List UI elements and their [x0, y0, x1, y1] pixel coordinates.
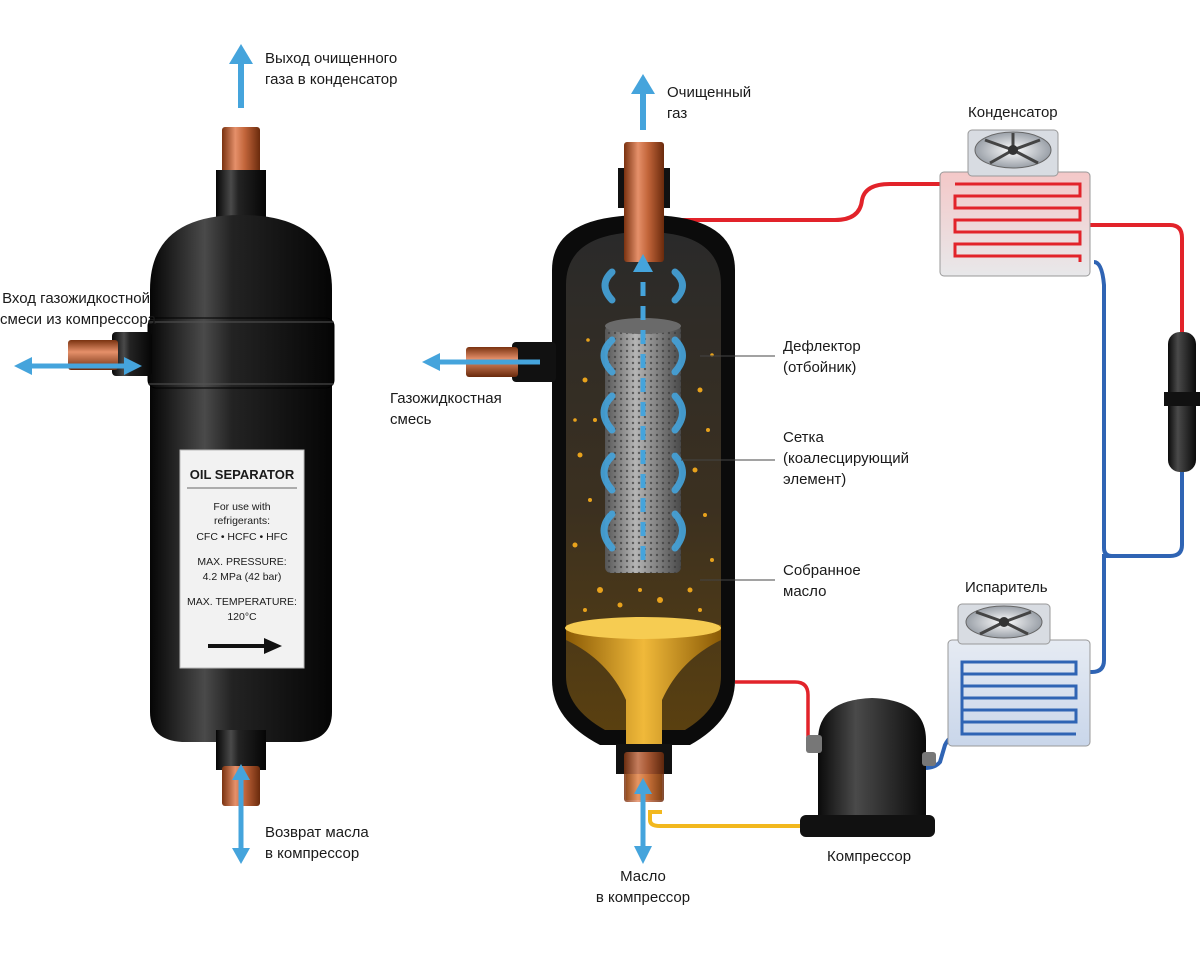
label-plate-line: CFC • HCFC • HFC — [196, 531, 288, 543]
inlet-copper-pipe — [68, 340, 118, 370]
mixture-inlet-label: Вход газожидкостной смеси из компрессора — [0, 290, 157, 328]
liquid-line — [1093, 260, 1113, 558]
gas-outlet-label: Выход очищенного газа в конденсатор — [265, 50, 398, 88]
condenser — [939, 129, 1091, 277]
label-plate-title: OIL SEPARATOR — [190, 467, 295, 482]
oil-out-arrow-icon — [634, 778, 652, 864]
collected-oil-label: Собранное масло — [783, 562, 861, 600]
oil-return-label: Возврат масла в компрессор — [265, 824, 369, 862]
fan-icon — [967, 129, 1059, 177]
label-plate-line: For use with — [213, 501, 270, 513]
label-plate-line: refrigerants: — [214, 515, 270, 527]
evaporator-label: Испаритель — [965, 579, 1048, 596]
mixture-arrow-icon — [422, 353, 540, 371]
deflector-label: Дефлектор (отбойник) — [783, 338, 861, 376]
swirl-arrow-icon — [600, 268, 686, 552]
compressor — [800, 698, 936, 837]
cutaway-oil-pipe — [624, 752, 664, 802]
oil-return-arrow-icon — [232, 764, 250, 864]
gas-outlet-arrow-icon — [229, 44, 253, 108]
direction-arrow-icon — [208, 638, 282, 654]
compressor-label: Компрессор — [827, 848, 912, 865]
mixture-inlet-arrow-icon — [14, 357, 142, 375]
label-plate-line: 4.2 MPa (42 bar) — [203, 571, 282, 583]
cutaway-separator — [422, 74, 945, 864]
left-separator: OIL SEPARATOR For use with refrigerants:… — [14, 44, 335, 864]
refrigeration-circuit — [648, 129, 1200, 837]
mesh-label: Сетка (коалесцирующий элемент) — [783, 429, 909, 488]
label-plate-line: 120°C — [227, 611, 257, 623]
clean-gas-label: Очищенный газ — [667, 84, 752, 122]
fan-icon — [957, 603, 1051, 645]
condenser-label: Конденсатор — [968, 104, 1058, 121]
oil-droplet-icon — [572, 338, 714, 612]
compressor-discharge-line — [735, 680, 822, 746]
mixture-label: Газожидкостная смесь — [390, 390, 502, 428]
label-plate — [179, 449, 305, 669]
gas-flow-arrow-icon — [631, 74, 655, 560]
cutaway-outlet-pipe — [624, 142, 664, 262]
evaporator — [947, 603, 1091, 747]
collected-oil — [566, 620, 721, 800]
label-plate-line: MAX. PRESSURE: — [197, 556, 286, 568]
oil-return-line — [648, 810, 812, 828]
hot-gas-line — [660, 182, 945, 222]
condenser-outlet-line — [1090, 223, 1184, 332]
oil-to-compressor-label: Масло в компрессор — [595, 868, 691, 906]
filter-drier — [1164, 332, 1200, 472]
label-plate-line: MAX. TEMPERATURE: — [187, 596, 297, 608]
